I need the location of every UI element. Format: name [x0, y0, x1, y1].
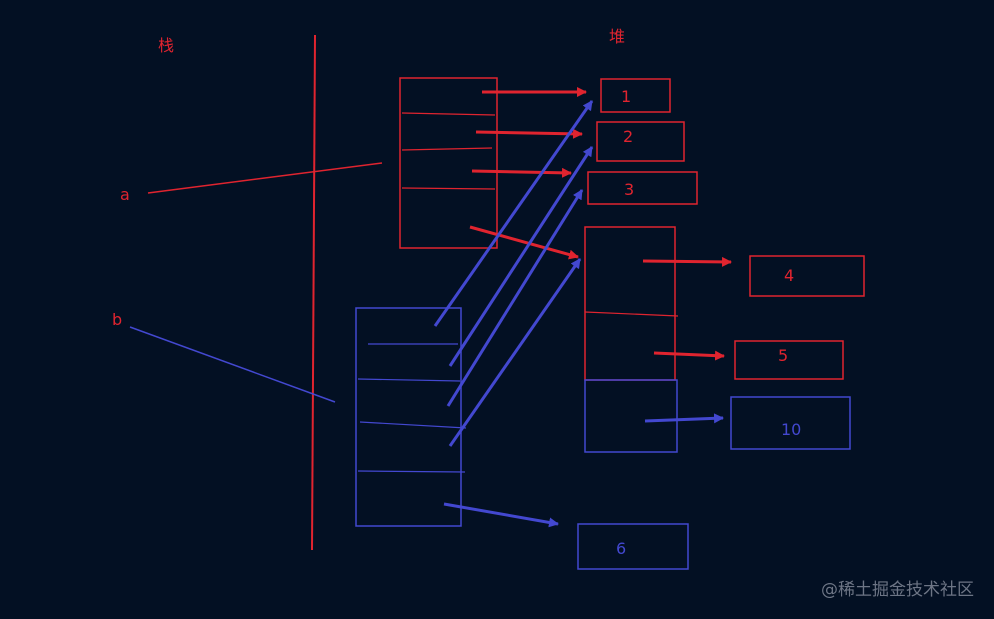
variable-b-label: b — [112, 310, 123, 329]
heap-value-6: 6 — [616, 539, 627, 558]
arrow-a1-to-2 — [475, 128, 583, 139]
heap-box-6 — [577, 523, 689, 570]
nested-array-object — [584, 226, 679, 453]
heap-value-2: 2 — [623, 127, 634, 146]
heap-label: 堆 — [609, 27, 626, 46]
heap-box-1 — [600, 78, 671, 113]
arrow-nested0-to-4 — [642, 256, 732, 267]
heap-value-10: 10 — [781, 420, 802, 439]
arrow-b1-to-2 — [448, 146, 594, 367]
heap-value-4: 4 — [784, 266, 795, 285]
stack-label: 栈 — [158, 36, 175, 55]
arrow-b3-to-nested — [448, 258, 582, 447]
arrow-nested1-to-5 — [653, 350, 725, 361]
heap-box-10 — [730, 396, 851, 450]
heap-value-3: 3 — [624, 180, 635, 199]
arrow-a3-to-nested — [469, 225, 579, 260]
heap-box-2 — [596, 121, 685, 162]
heap-box-4 — [749, 255, 865, 297]
arrow-a2-to-3 — [471, 167, 572, 178]
arrow-b2-to-3 — [446, 189, 584, 407]
heap-box-5 — [734, 340, 844, 380]
stack-heap-divider — [311, 34, 316, 551]
array-object-a — [399, 77, 498, 249]
pointer-a-line — [147, 162, 383, 194]
arrow-b4-to-6 — [443, 502, 559, 528]
heap-box-3 — [587, 171, 698, 205]
heap-value-1: 1 — [621, 87, 632, 106]
pointer-b-line — [129, 326, 336, 403]
arrow-nested2-to-10 — [644, 413, 724, 424]
arrow-b0-to-1 — [433, 100, 594, 327]
array-object-b — [355, 307, 467, 527]
heap-value-5: 5 — [778, 346, 789, 365]
watermark: @稀土掘金技术社区 — [821, 580, 974, 600]
variable-a-label: a — [120, 185, 130, 204]
